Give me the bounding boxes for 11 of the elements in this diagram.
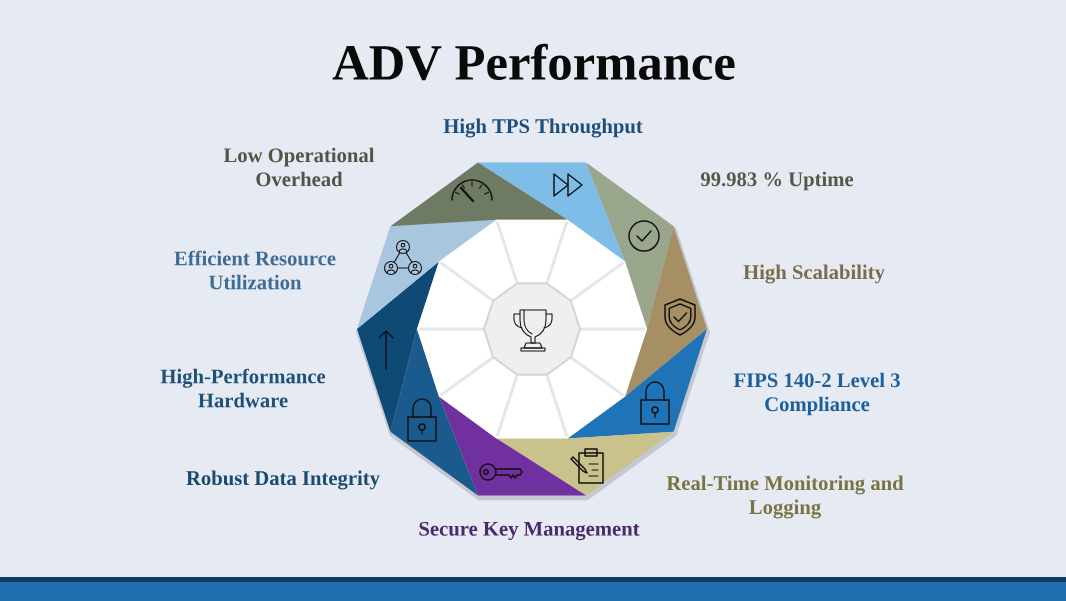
- feature-label: Robust Data Integrity: [186, 470, 380, 490]
- feature-label: Low Operational Overhead: [223, 147, 375, 187]
- feature-label: Real-Time Monitoring and Logging: [666, 475, 904, 519]
- feature-label: 99.983 % Uptime: [700, 171, 854, 191]
- feature-label: High-Performance Hardware: [160, 368, 326, 408]
- title: ADV Performance: [332, 43, 735, 81]
- feature-label: High TPS Throughput: [443, 118, 643, 138]
- feature-label: FIPS 140-2 Level 3 Compliance: [733, 372, 900, 416]
- feature-label: Efficient Resource Utilization: [174, 250, 336, 290]
- feature-label: Secure Key Management: [419, 521, 640, 541]
- feature-label: High Scalability: [743, 264, 885, 284]
